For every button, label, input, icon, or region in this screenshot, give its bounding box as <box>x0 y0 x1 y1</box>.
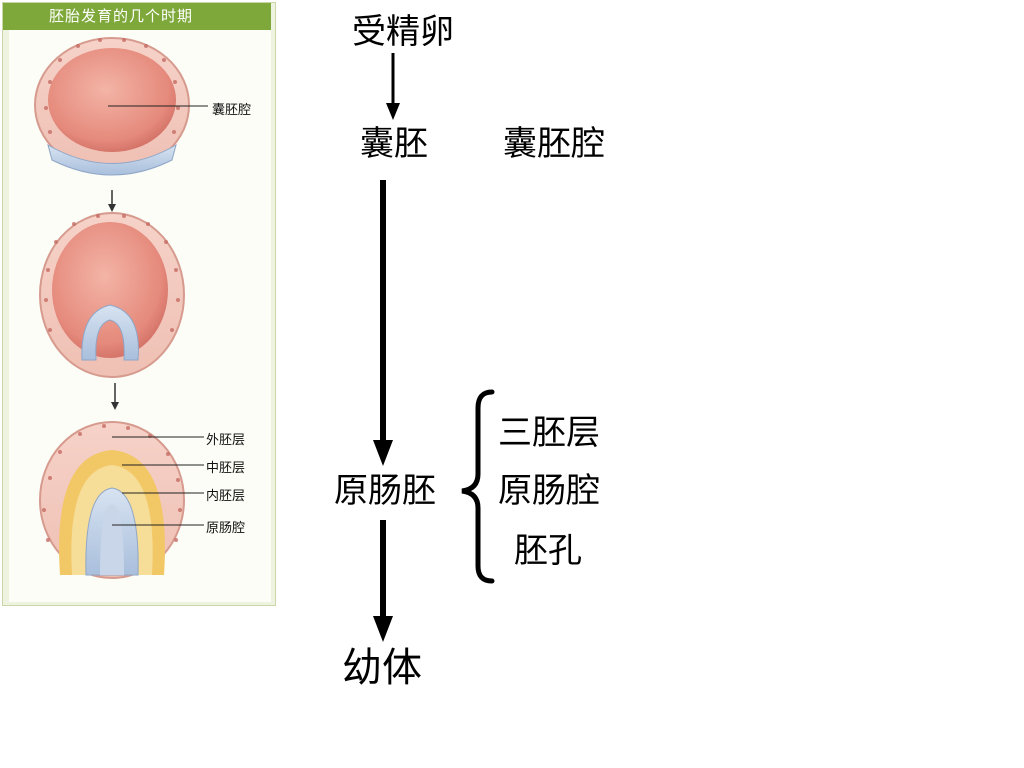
stage-gastrula: 原肠胚 <box>334 471 436 511</box>
stage-zygote: 受精卵 <box>352 12 454 52</box>
gastrula-illustration <box>39 421 204 579</box>
arrow-blastula-to-gastrula <box>373 180 393 466</box>
curly-brace <box>461 389 495 584</box>
blastula-illustration <box>34 37 208 176</box>
branch-item-blastopore: 胚孔 <box>514 531 582 571</box>
label-mesoderm: 中胚层 <box>206 461 246 476</box>
label-ectoderm: 外胚层 <box>206 433 246 448</box>
figure-arrow-1 <box>108 190 116 212</box>
stage-larva: 幼体 <box>342 645 422 691</box>
arrow-gastrula-to-larva <box>373 520 393 642</box>
blastula-cavity-label: 囊胚腔 <box>503 124 605 164</box>
stage-blastula: 囊胚 <box>360 124 428 164</box>
figure-arrow-2 <box>111 383 119 410</box>
branch-item-archenteron: 原肠腔 <box>498 471 600 511</box>
early-gastrula-illustration <box>39 212 185 378</box>
branch-item-germ-layers: 三胚层 <box>498 413 600 453</box>
arrow-zygote-to-blastula <box>386 53 400 120</box>
label-archenteron: 原肠腔 <box>206 521 246 536</box>
figure-title: 胚胎发育的几个时期 <box>3 3 271 30</box>
label-blastocoel: 囊胚腔 <box>212 103 252 118</box>
label-endoderm: 内胚层 <box>206 489 246 504</box>
